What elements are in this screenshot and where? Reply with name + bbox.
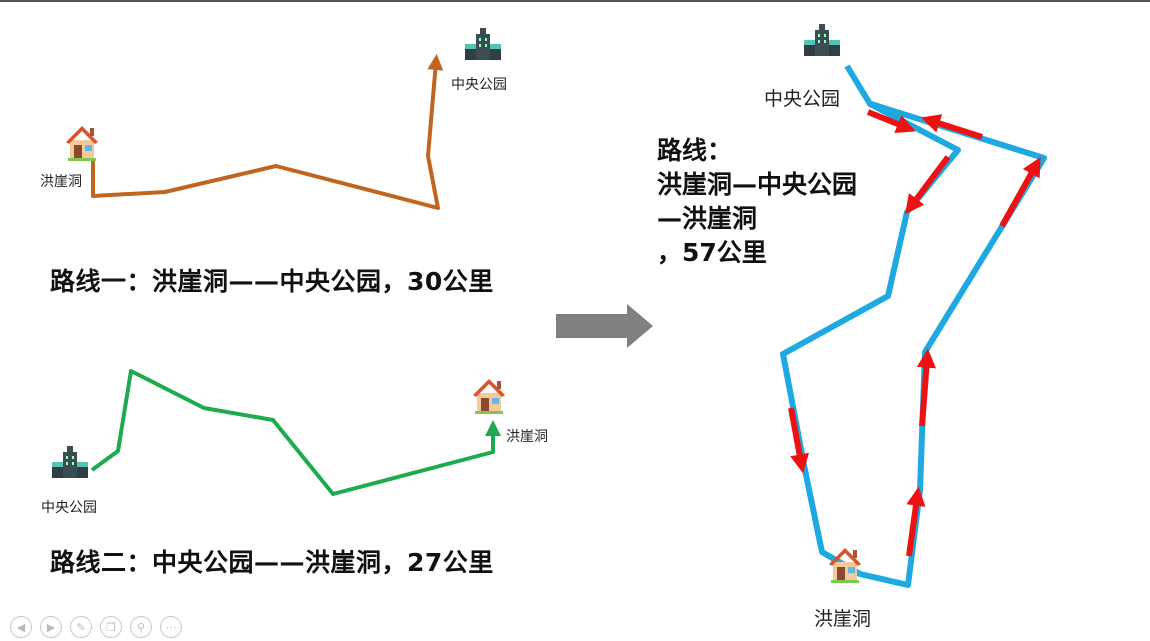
combined-line-2: 洪崖洞—中央公园 xyxy=(657,170,858,199)
pen-icon[interactable]: ✎ xyxy=(70,616,92,638)
direction-arrow xyxy=(905,155,951,215)
combined-route-text: 路线： 洪崖洞—中央公园 —洪崖洞 ，57公里 xyxy=(657,134,857,270)
combined-bottom-house-icon xyxy=(829,548,861,583)
route2-path xyxy=(90,369,501,496)
slide-controls: ◀ ▶ ✎ ❐ ⚲ ⋯ xyxy=(10,616,182,638)
direction-arrow xyxy=(866,109,916,134)
zoom-icon[interactable]: ⚲ xyxy=(130,616,152,638)
transition-arrow xyxy=(556,304,653,348)
route1-start-house-icon xyxy=(66,126,98,161)
prev-icon[interactable]: ◀ xyxy=(10,616,32,638)
next-icon[interactable]: ▶ xyxy=(40,616,62,638)
direction-arrow xyxy=(921,114,983,140)
combined-top-label: 中央公园 xyxy=(764,88,841,110)
route1-end-factory-icon xyxy=(465,28,501,60)
copy-icon[interactable]: ❐ xyxy=(100,616,122,638)
route1-end-label: 中央公园 xyxy=(451,77,507,93)
more-icon[interactable]: ⋯ xyxy=(160,616,182,638)
direction-arrow xyxy=(788,407,810,474)
route2-end-label: 洪崖洞 xyxy=(506,429,548,445)
route2-start-factory-icon xyxy=(52,446,88,478)
route2-start-label: 中央公园 xyxy=(41,500,97,516)
combined-bottom-label: 洪崖洞 xyxy=(814,608,872,630)
direction-arrow xyxy=(906,486,926,557)
route1-title: 路线一：洪崖洞——中央公园，30公里 xyxy=(50,267,494,296)
direction-arrow xyxy=(999,156,1041,228)
combined-line-3: —洪崖洞 xyxy=(657,204,758,233)
combined-line-4: ，57公里 xyxy=(657,238,767,267)
combined-line-1: 路线： xyxy=(657,136,733,165)
route2-title: 路线二：中央公园——洪崖洞，27公里 xyxy=(50,548,494,577)
route1-start-label: 洪崖洞 xyxy=(40,174,82,190)
route2-end-house-icon xyxy=(473,379,505,414)
top-border xyxy=(0,0,1150,2)
direction-arrow xyxy=(916,348,936,427)
route1-path xyxy=(91,54,444,210)
combined-top-factory-icon xyxy=(804,24,840,56)
